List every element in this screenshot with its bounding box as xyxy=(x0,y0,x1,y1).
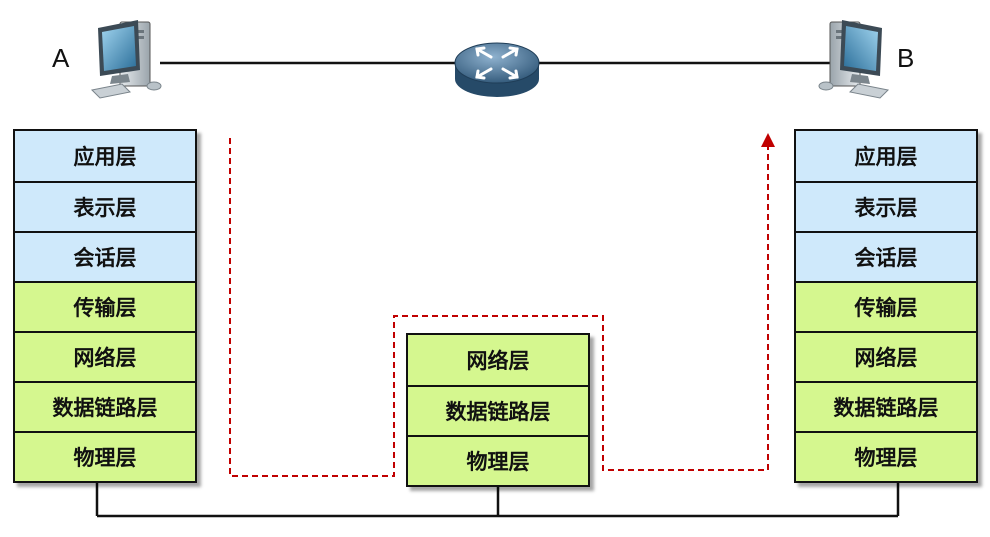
data-flow-path xyxy=(229,133,775,477)
computer-icon xyxy=(90,20,162,99)
layer-application: 应用层 xyxy=(15,131,195,181)
layer-network: 网络层 xyxy=(796,331,976,381)
router-icon xyxy=(454,42,540,97)
layer-network: 网络层 xyxy=(408,335,588,385)
layer-presentation: 表示层 xyxy=(796,181,976,231)
layer-session: 会话层 xyxy=(796,231,976,281)
layer-session: 会话层 xyxy=(15,231,195,281)
host-a-protocol-stack: 应用层 表示层 会话层 传输层 网络层 数据链路层 物理层 xyxy=(13,129,197,483)
layer-presentation: 表示层 xyxy=(15,181,195,231)
layer-data-link: 数据链路层 xyxy=(796,381,976,431)
layer-transport: 传输层 xyxy=(15,281,195,331)
computer-icon xyxy=(818,20,890,99)
router-protocol-stack: 网络层 数据链路层 物理层 xyxy=(406,333,590,487)
host-a-label: A xyxy=(52,43,70,73)
layer-physical: 物理层 xyxy=(408,435,588,485)
layer-data-link: 数据链路层 xyxy=(408,385,588,435)
layer-data-link: 数据链路层 xyxy=(15,381,195,431)
layer-physical: 物理层 xyxy=(15,431,195,481)
host-b-label: B xyxy=(897,43,915,73)
layer-application: 应用层 xyxy=(796,131,976,181)
physical-links xyxy=(95,481,900,518)
layer-network: 网络层 xyxy=(15,331,195,381)
layer-transport: 传输层 xyxy=(796,281,976,331)
host-b-protocol-stack: 应用层 表示层 会话层 传输层 网络层 数据链路层 物理层 xyxy=(794,129,978,483)
layer-physical: 物理层 xyxy=(796,431,976,481)
